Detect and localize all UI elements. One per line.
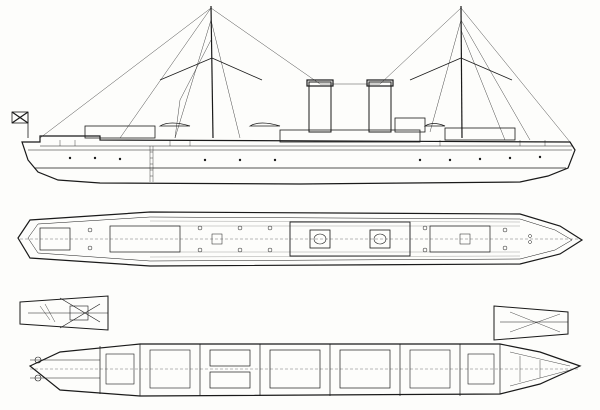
bow-section-plan: [19, 295, 109, 331]
midship-house-plan: [289, 221, 411, 257]
forecastle-house: [444, 127, 516, 141]
rigging: [39, 7, 571, 143]
bow-compartment-lines: [509, 351, 571, 387]
aft-magazine: [105, 353, 135, 385]
magazine: [467, 353, 495, 385]
aft-funnel-plan: [309, 229, 331, 249]
boiler-room: [269, 349, 321, 389]
ensign-flag: [11, 111, 29, 138]
midship-deckhouse: [279, 129, 421, 143]
engine-room-port: [209, 349, 251, 367]
side-elevation: [11, 5, 576, 185]
lower-deck-plan: [28, 343, 582, 397]
deck-inner-line: [27, 216, 573, 262]
forward-boiler-room: [339, 349, 391, 389]
aft-funnel-top: [313, 233, 327, 245]
ships-boats: [158, 122, 446, 127]
bulkheads: [99, 344, 501, 396]
stanchions: [59, 140, 546, 182]
engine-room-starboard: [209, 371, 251, 389]
forward-bridge: [394, 117, 426, 133]
hull-outline: [21, 135, 576, 185]
propeller-shafts: [30, 356, 100, 382]
upper-deck-plan: [17, 211, 584, 267]
stern-section-plan: [493, 305, 569, 341]
aft-store: [149, 349, 191, 389]
forward-funnel: [366, 79, 394, 133]
portholes: [68, 155, 542, 162]
deck-planking: [149, 220, 521, 258]
main-gaff: [159, 57, 263, 81]
aft-house-plan: [109, 225, 181, 253]
lower-hull-outline: [28, 343, 582, 397]
forward-funnel-plan: [369, 229, 391, 249]
main-mast: [210, 5, 214, 139]
fore-mast: [460, 5, 463, 139]
aft-funnel: [306, 79, 334, 133]
forward-funnel-top: [373, 233, 387, 245]
aft-hatch: [39, 227, 71, 251]
coal-bunker-forward: [409, 349, 451, 389]
fore-gaff: [409, 57, 513, 81]
deck-outline: [17, 211, 584, 267]
